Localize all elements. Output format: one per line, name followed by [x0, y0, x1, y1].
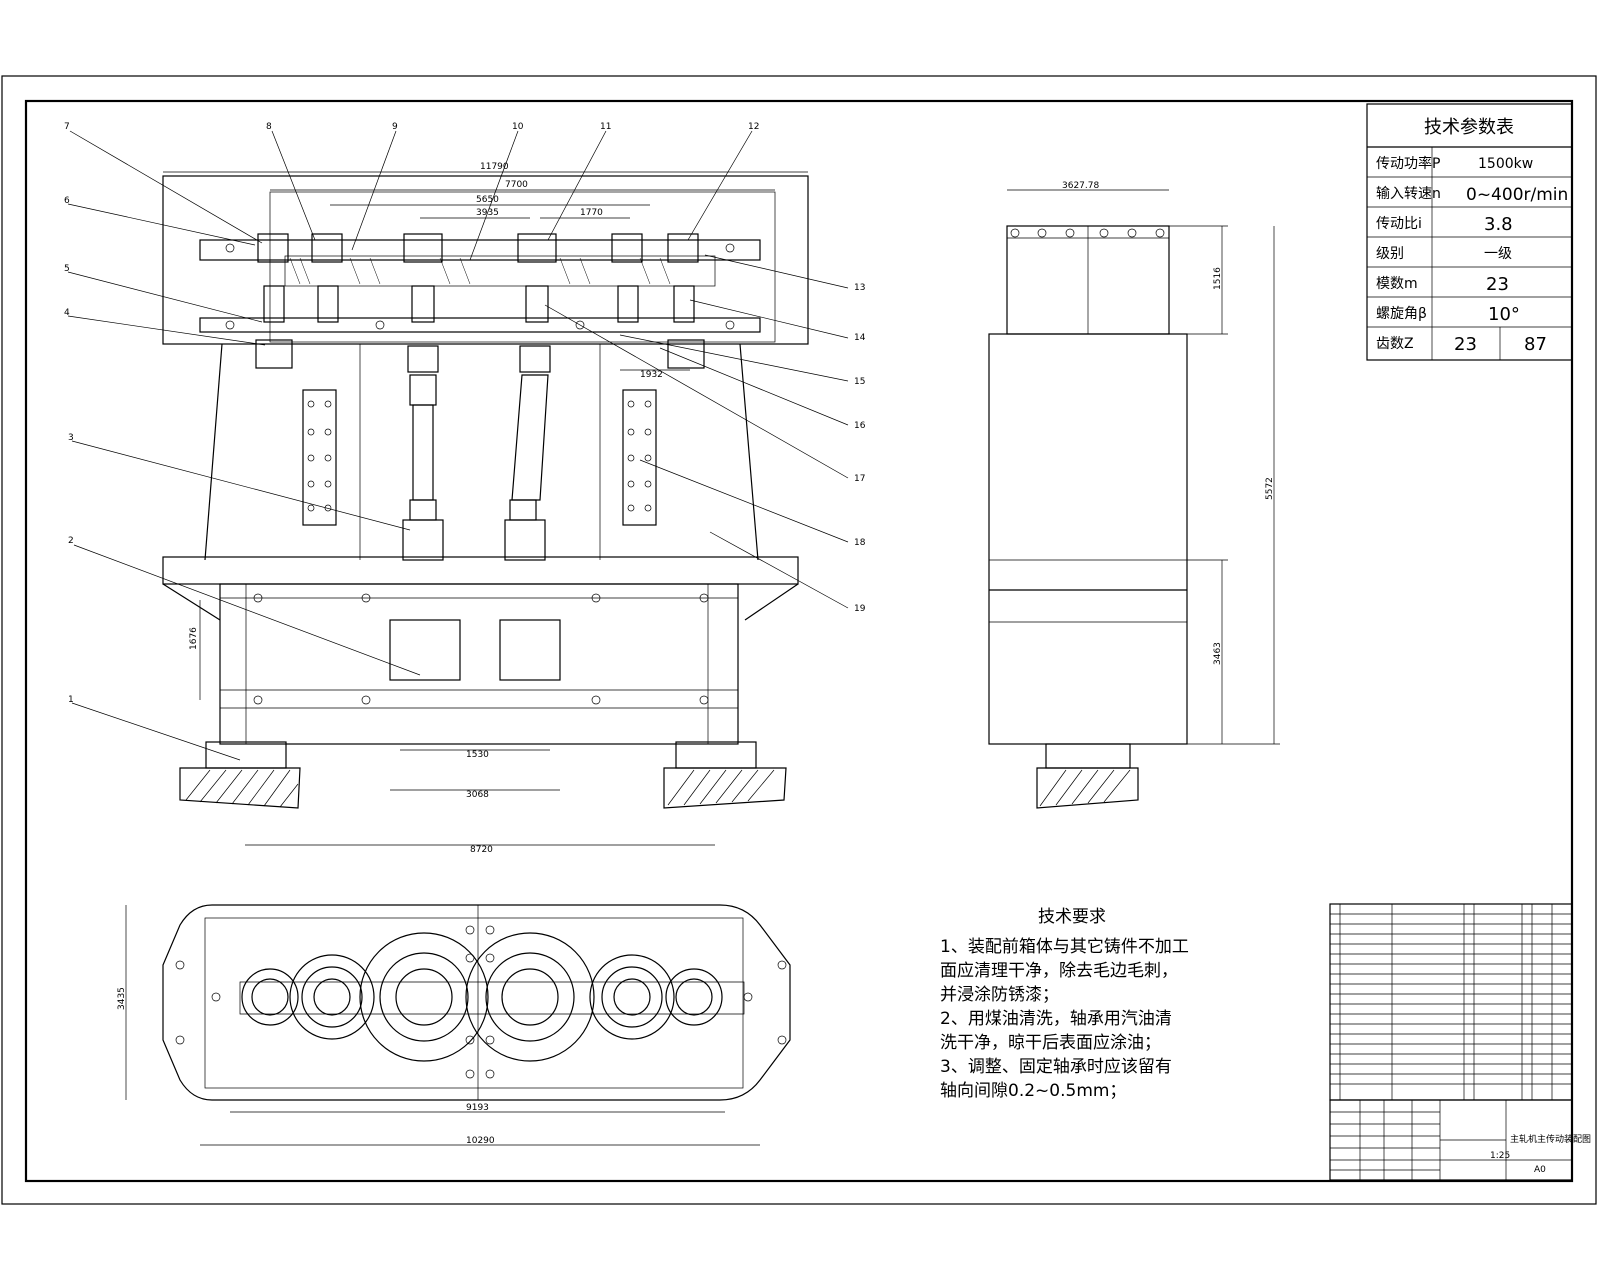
balloon-5-label: 5 — [64, 264, 70, 274]
requirements-title: 技术要求 — [1038, 907, 1106, 927]
dim-side-height-upper: 1516 — [1213, 267, 1223, 290]
sheet-outer-frame — [1, 75, 1597, 1205]
dim-front-bottom-2: 3068 — [466, 790, 489, 800]
balloon-18-label: 18 — [854, 538, 866, 548]
dim-front-small: 1932 — [640, 370, 663, 380]
param-label-ratio: 传动比i — [1376, 216, 1422, 232]
param-label-stage: 级别 — [1376, 246, 1404, 262]
balloon-leaders — [67, 130, 849, 761]
param-value-helix: 10° — [1488, 304, 1520, 325]
sheet-inner-frame — [24, 99, 1574, 1183]
requirements-line-6: 3、调整、固定轴承时应该留有 — [940, 1057, 1172, 1077]
balloon-1b-label: 1 — [68, 695, 74, 705]
balloon-9-label: 9 — [392, 122, 398, 132]
param-value-ratio: 3.8 — [1484, 214, 1513, 235]
balloon-6-label: 6 — [64, 196, 70, 206]
balloon-14-label: 14 — [854, 333, 866, 343]
param-label-speed: 输入转速n — [1376, 186, 1441, 202]
balloon-labels: 7 6 5 4 3 2 1 8 9 10 11 12 13 14 15 16 1… — [64, 122, 866, 705]
dim-side-height-lower: 3463 — [1213, 642, 1223, 665]
dim-front-total-width: 11790 — [480, 162, 509, 172]
param-label-helix: 螺旋角β — [1376, 306, 1427, 322]
balloon-10-label: 10 — [512, 122, 524, 132]
side-view: 3627.78 1516 5572 3463 — [988, 181, 1280, 809]
requirements-line-2: 面应清理干净，除去毛边毛刺， — [940, 961, 1178, 981]
param-label-power: 传动功率P — [1376, 155, 1440, 172]
dim-plan-width-inner: 9193 — [466, 1103, 489, 1113]
plan-view: 3435 9193 10290 — [117, 904, 791, 1146]
dim-side-height-total: 5572 — [1265, 477, 1275, 500]
requirements-line-5: 洗干净，晾干后表面应涂油； — [940, 1033, 1161, 1053]
balloon-8-label: 8 — [266, 122, 272, 132]
balloon-12-label: 12 — [748, 122, 759, 132]
parameter-table-title: 技术参数表 — [1424, 117, 1514, 138]
dim-plan-width-total: 10290 — [466, 1136, 495, 1146]
title-block-drawing-name: 主轧机主传动装配图 — [1510, 1133, 1591, 1145]
balloon-2-label: 2 — [68, 536, 74, 546]
requirements-line-3: 并浸涂防锈漆； — [940, 985, 1059, 1005]
parts-list — [1329, 903, 1573, 1101]
param-value-teeth-1: 23 — [1454, 334, 1477, 355]
title-block-sheet-size: A0 — [1534, 1165, 1546, 1175]
dim-plan-height: 3435 — [117, 987, 127, 1010]
technical-requirements: 技术要求 1、装配前箱体与其它铸件不加工 面应清理干净，除去毛边毛刺， 并浸涂防… — [940, 907, 1189, 1101]
dim-front-height-left: 1676 — [189, 627, 199, 650]
balloon-1-label: 7 — [64, 122, 70, 132]
requirements-line-1: 1、装配前箱体与其它铸件不加工 — [940, 937, 1189, 957]
dim-front-base-width: 8720 — [470, 845, 493, 855]
dim-front-bottom-1: 1530 — [466, 750, 489, 760]
dim-side-top-width: 3627.78 — [1062, 181, 1099, 191]
balloon-16-label: 16 — [854, 421, 866, 431]
balloon-19-label: 19 — [854, 604, 866, 614]
dim-front-right-width: 1770 — [580, 208, 603, 218]
balloon-17-label: 17 — [854, 474, 865, 484]
param-value-power: 1500kw — [1478, 156, 1533, 172]
param-value-stage: 一级 — [1484, 246, 1512, 262]
balloon-15-label: 15 — [854, 377, 865, 387]
front-view: 11790 7700 5650 3935 1770 1932 1676 1530… — [162, 162, 809, 855]
title-block: 主轧机主传动装配图 A0 1:25 — [1329, 1099, 1591, 1181]
param-value-module: 23 — [1486, 274, 1509, 295]
requirements-line-7: 轴向间隙0.2~0.5mm； — [940, 1081, 1126, 1101]
dim-front-inner-width: 7700 — [505, 180, 528, 190]
ground-hatch-right — [663, 767, 787, 809]
dim-front-mid-width: 5650 — [476, 195, 499, 205]
ground-hatch-left — [179, 767, 301, 809]
requirements-line-4: 2、用煤油清洗，轴承用汽油清 — [940, 1009, 1172, 1029]
balloon-3-label: 3 — [68, 433, 74, 443]
balloon-4-label: 4 — [64, 308, 70, 318]
title-block-scale: 1:25 — [1490, 1151, 1510, 1161]
param-value-speed: 0~400r/min — [1466, 185, 1568, 205]
param-value-teeth-2: 87 — [1524, 334, 1547, 355]
param-label-teeth: 齿数Z — [1376, 336, 1414, 352]
parameter-table: 技术参数表 传动功率P 1500kw 输入转速n 0~400r/min 传动比i… — [1366, 103, 1573, 361]
param-label-module: 模数m — [1376, 276, 1418, 292]
balloon-11-label: 11 — [600, 122, 611, 132]
balloon-13-label: 13 — [854, 283, 865, 293]
